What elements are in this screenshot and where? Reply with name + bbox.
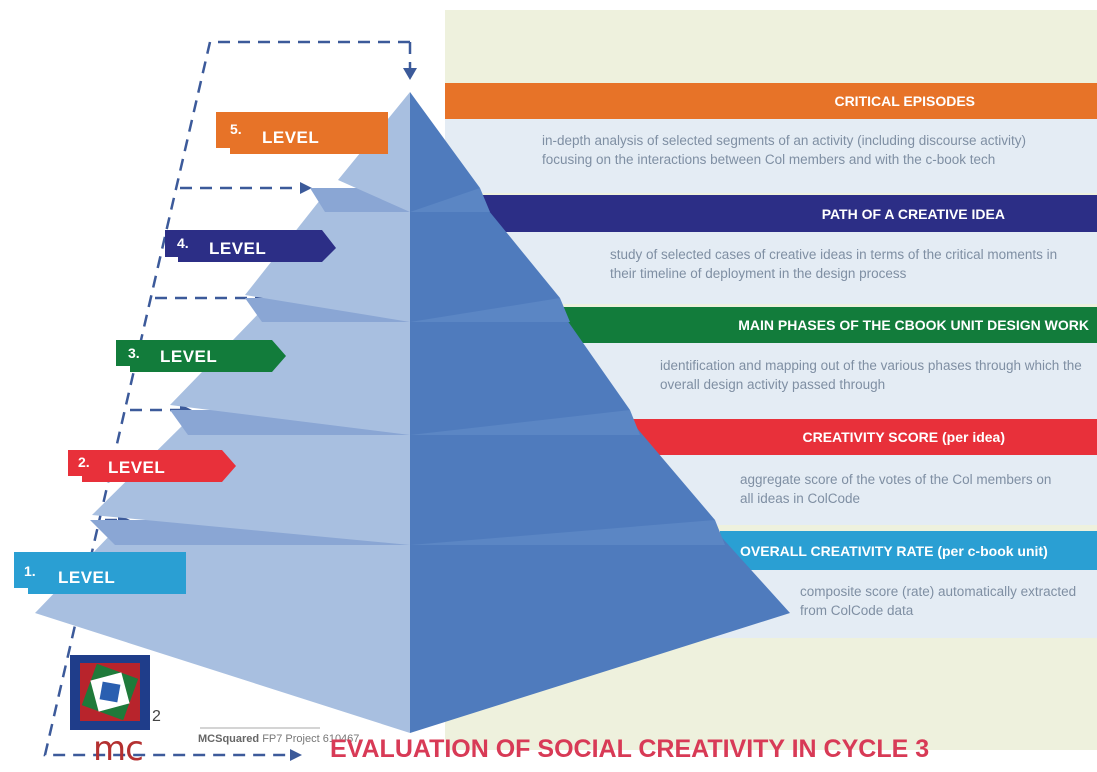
tier-5-right (410, 92, 480, 212)
desc-bg-3 (560, 343, 1097, 419)
band-level-2: CREATIVITY SCORE (per idea) (630, 419, 1097, 455)
level-3-number: 3. (128, 345, 140, 361)
credit-org: MCSquared (198, 733, 260, 745)
level-1-number: 1. (24, 563, 36, 579)
logo-text: mc (93, 729, 144, 769)
level-1-text: LEVEL (58, 568, 116, 587)
band-level-5: CRITICAL EPISODES (445, 83, 1097, 119)
band-level-4: PATH OF A CREATIVE IDEA (480, 195, 1097, 232)
band-level-3-label: MAIN PHASES OF THE CBOOK UNIT DESIGN WOR… (738, 317, 1089, 333)
level-tag-5 (216, 112, 388, 154)
band-level-3: MAIN PHASES OF THE CBOOK UNIT DESIGN WOR… (560, 307, 1097, 343)
level-5-number: 5. (230, 121, 242, 137)
credit-rest: FP7 Project 610467 (262, 733, 360, 745)
level-4-number: 4. (177, 235, 189, 251)
logo-superscript: 2 (152, 708, 161, 725)
band-level-2-label: CREATIVITY SCORE (per idea) (802, 429, 1005, 445)
level-tag-3 (116, 340, 286, 372)
desc-level-1: composite score (rate) automatically ext… (800, 584, 1077, 618)
desc-level-5: in-depth analysis of selected segments o… (542, 133, 1026, 167)
desc-level-3: identification and mapping out of the va… (660, 358, 1082, 392)
tier-1-right (410, 530, 790, 733)
tier-3-right (410, 310, 630, 435)
tier-3-left (170, 310, 410, 435)
level-tag-4 (165, 230, 336, 262)
band-level-1: OVERALL CREATIVITY RATE (per c-book unit… (720, 531, 1097, 570)
desc-bg-4 (500, 232, 1097, 304)
mc2-logo-mark (70, 655, 150, 730)
tier-4-left (245, 200, 410, 322)
level-tag-2 (68, 450, 236, 482)
level-2-text: LEVEL (108, 458, 166, 477)
level-5-text: LEVEL (262, 128, 320, 147)
desc-bg-5 (445, 119, 1097, 193)
level-3-text: LEVEL (160, 347, 218, 366)
level-4-text: LEVEL (209, 239, 267, 258)
level-2-number: 2. (78, 454, 90, 470)
desc-level-2: aggregate score of the votes of the Col … (740, 472, 1052, 506)
band-level-5-label: CRITICAL EPISODES (834, 93, 975, 109)
page-title: EVALUATION OF SOCIAL CREATIVITY IN CYCLE… (330, 735, 930, 763)
project-credit: MCSquared FP7 Project 610467 (198, 733, 359, 745)
band-level-1-label: OVERALL CREATIVITY RATE (per c-book unit… (740, 542, 1048, 559)
desc-level-4: study of selected cases of creative idea… (610, 247, 1058, 281)
tier-2-right (410, 420, 715, 545)
level-tag-1 (14, 552, 186, 594)
band-level-4-label: PATH OF A CREATIVE IDEA (821, 205, 1005, 222)
tier-4-right (410, 200, 560, 322)
